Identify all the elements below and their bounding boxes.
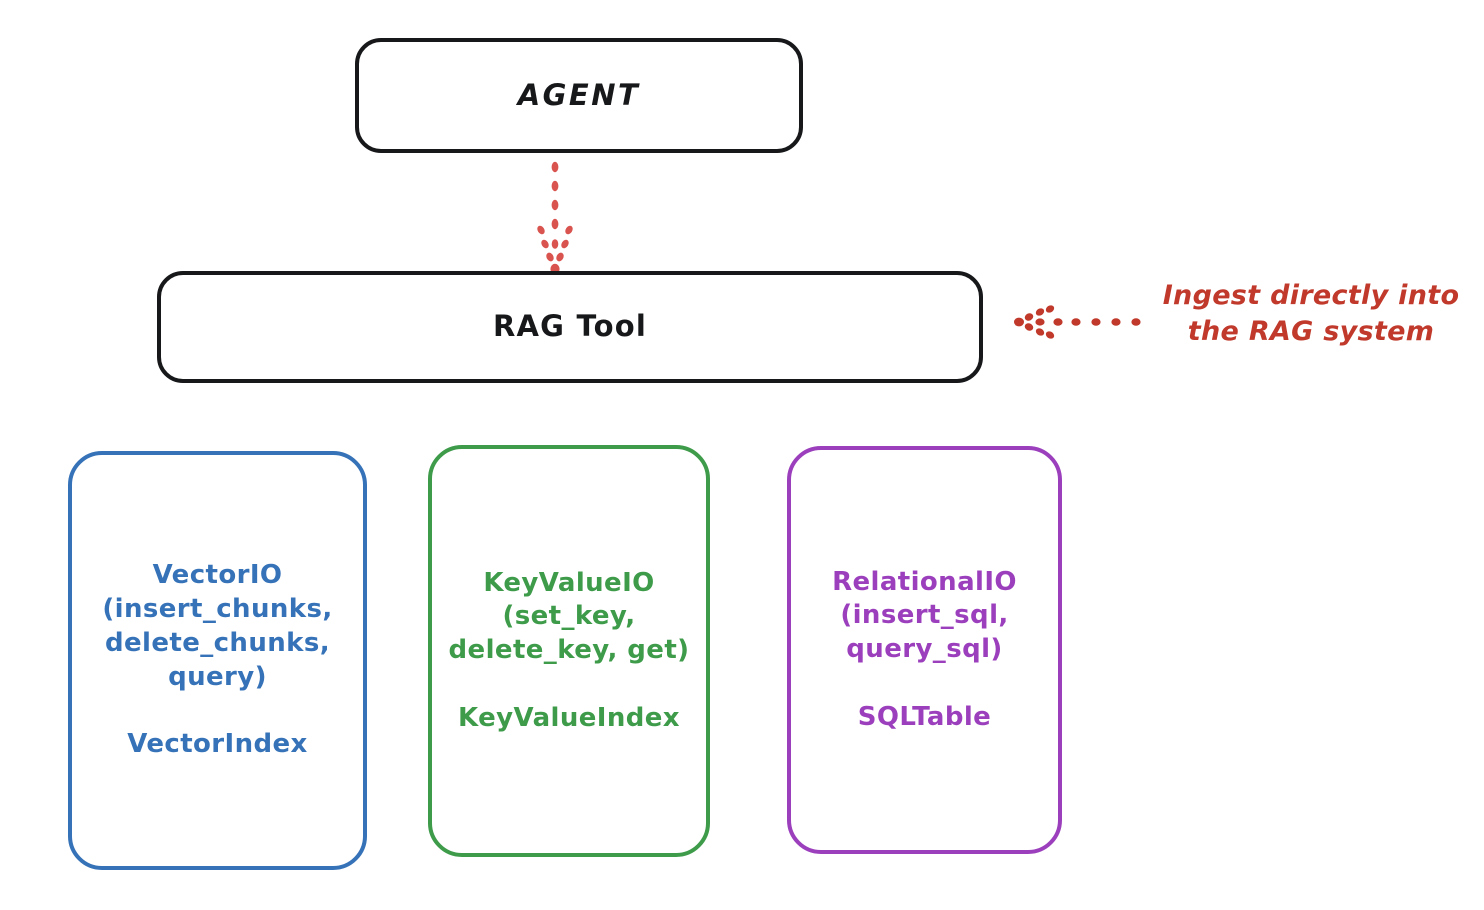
node-agent[interactable]: AGENT bbox=[355, 38, 803, 153]
node-vector-io[interactable]: VectorIO (insert_chunks, delete_chunks, … bbox=[68, 451, 367, 870]
connector-agent-to-rag-tool bbox=[537, 161, 573, 275]
node-key-value-io[interactable]: KeyValueIO (set_key, delete_key, get) Ke… bbox=[428, 445, 710, 857]
node-rag-tool-label: RAG Tool bbox=[493, 309, 647, 344]
node-rag-tool[interactable]: RAG Tool bbox=[157, 271, 983, 383]
connector-ingest-to-rag-tool bbox=[1014, 305, 1141, 339]
node-relational-io-label: RelationalIO (insert_sql, query_sql) SQL… bbox=[832, 566, 1017, 732]
node-agent-label: AGENT bbox=[517, 77, 641, 112]
node-vector-io-label: VectorIO (insert_chunks, delete_chunks, … bbox=[102, 560, 333, 760]
node-key-value-io-label: KeyValueIO (set_key, delete_key, get) Ke… bbox=[448, 567, 690, 733]
annotation-ingest-directly: Ingest directly into the RAG system bbox=[1162, 280, 1460, 348]
node-relational-io[interactable]: RelationalIO (insert_sql, query_sql) SQL… bbox=[787, 446, 1062, 854]
